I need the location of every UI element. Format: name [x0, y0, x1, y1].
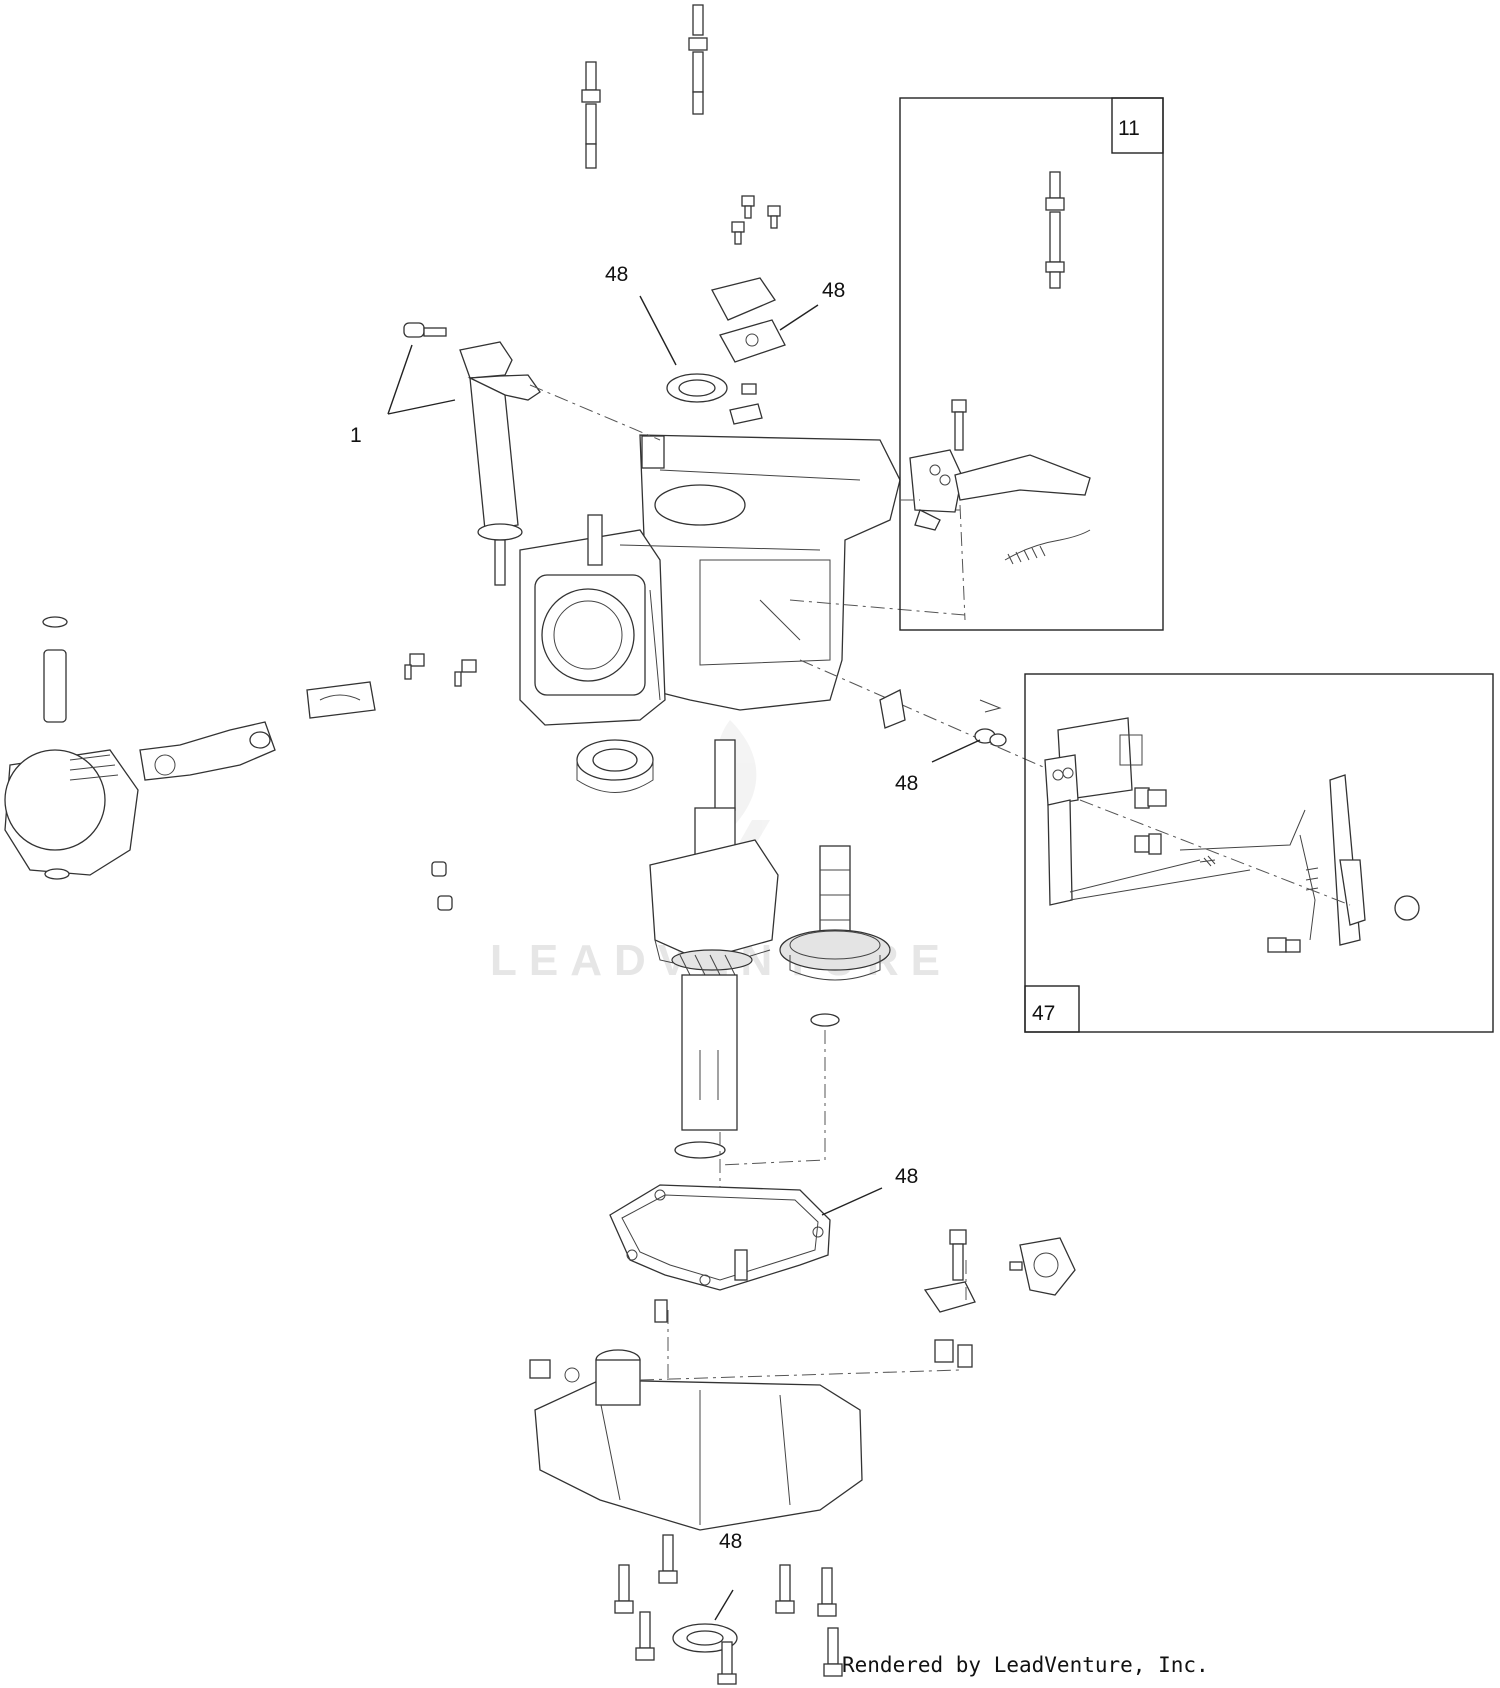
callout-crankcase-gasket: 48 — [895, 1165, 918, 1188]
cover-bolts — [731, 195, 781, 245]
callout-cover-gasket: 48 — [822, 279, 845, 302]
top-studs — [581, 4, 708, 169]
callout-part-11: 11 — [1118, 117, 1140, 140]
callout-part-1: 1 — [350, 424, 362, 447]
governor-shaft-parts — [879, 689, 1007, 747]
callout-oil-seal-bottom: 48 — [719, 1530, 742, 1553]
piston-assembly — [4, 616, 276, 880]
box-11 — [899, 97, 1164, 631]
breather-cover — [711, 277, 786, 363]
dowel-pins — [431, 861, 453, 911]
rod-cap — [306, 653, 477, 719]
oil-seal-top — [666, 373, 763, 425]
dipstick-tube — [403, 322, 541, 586]
cam-drop-line — [719, 1030, 826, 1166]
box11-leader — [789, 599, 966, 616]
callout-leaders — [387, 295, 981, 1621]
governor-shaft-line — [799, 659, 1051, 771]
crankcase-cover — [529, 1249, 961, 1531]
governor-assembly — [923, 1229, 1076, 1368]
box-47 — [1024, 673, 1494, 1033]
cover-bolts-bottom — [614, 1534, 843, 1685]
main-bearing — [576, 739, 654, 793]
engine-block — [519, 434, 901, 726]
callout-part-47: 47 — [1032, 1002, 1055, 1025]
crankshaft — [649, 739, 779, 1159]
camshaft — [779, 845, 891, 1027]
callout-oil-seal-top: 48 — [605, 263, 628, 286]
oil-seal-bottom — [672, 1623, 738, 1653]
crankcase-gasket — [609, 1184, 831, 1291]
render-credit: Rendered by LeadVenture, Inc. — [842, 1653, 1209, 1677]
dipstick-alignment-line — [529, 384, 661, 441]
callout-governor-seal: 48 — [895, 772, 918, 795]
